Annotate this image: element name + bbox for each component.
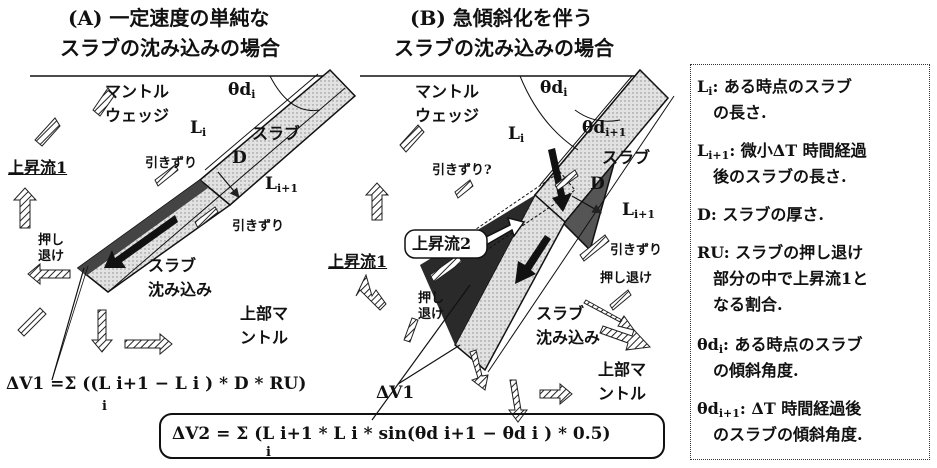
subduction-arrow-b	[515, 235, 551, 284]
legend-item-li: Li: ある時点のスラブ	[697, 77, 852, 98]
steepening-arrow-b	[548, 148, 572, 212]
panel-b-title-line1: (B) 急傾斜化を伴う	[410, 6, 593, 30]
mantle-wedge-label-a2: ウェッジ	[105, 106, 170, 125]
legend-item-li1-line2: 後のスラブの長さ.	[713, 167, 847, 186]
legend-item-ru-line2: 部分の中で上昇流1と	[713, 269, 869, 288]
panel-b-title-line2: スラブの沈み込みの場合	[394, 36, 614, 60]
push-label-a2: 退け	[38, 249, 65, 264]
flow-arrows-a	[12, 87, 219, 356]
dv1-leader-a2	[51, 265, 89, 381]
legend-item-theta-di1: θdi+1: ΔT 時間経過後	[697, 399, 862, 420]
legend-item-theta-di-line2: の傾斜角度.	[713, 361, 799, 380]
angle-arc-b2	[574, 109, 621, 122]
legend-item-li-line2: の長さ.	[713, 103, 767, 122]
slab-label-a: スラブ	[252, 124, 301, 143]
dv1-leader-a	[51, 267, 85, 381]
theta-di-a: θdi	[228, 80, 256, 101]
subduction-arrow-a	[104, 215, 178, 268]
angle-arc-b	[519, 75, 579, 151]
drag-label-a1: 引きずり	[145, 156, 198, 171]
dv1-label-b: ΔV1	[376, 383, 415, 403]
drag-question-label-b: 引きずり?	[432, 163, 492, 178]
drag-label-a2: 引きずり	[232, 219, 285, 234]
legend-box: Li: ある時点のスラブ の長さ. Li+1: 微小ΔT 時間経過 後のスラブの…	[690, 64, 930, 460]
dv2-leader	[371, 284, 471, 421]
thickness-d-a	[217, 171, 240, 198]
upper-mantle-label-a2: ントル	[240, 328, 289, 347]
d-label-b: D	[590, 174, 605, 194]
li1-label-b: Li+1	[622, 200, 656, 221]
legend-item-li1: Li+1: 微小ΔT 時間経過	[697, 141, 867, 162]
formula-dv2: ΔV2 = Σ (L i+1 * L i * sin(θd i+1 − θd i…	[172, 424, 611, 444]
formula-dv1-sub: i	[102, 399, 107, 414]
li-label-a: Li	[190, 118, 207, 139]
push-label-a1: 押し	[38, 233, 65, 248]
upwelling2-box	[404, 229, 488, 259]
subduct-label-a2: 沈み込み	[148, 280, 213, 299]
upwelling1-label-b: 上昇流1	[328, 252, 388, 271]
flow-arrows-b	[355, 124, 636, 423]
legend-item-theta-di: θdi: ある時点のスラブ	[697, 335, 863, 356]
flow-arrows-b2	[599, 325, 652, 351]
li1-label-a: Li+1	[265, 174, 299, 195]
subduct-label-b2: 沈み込み	[536, 328, 601, 347]
mantle-wedge-label-a1: マントル	[105, 82, 170, 101]
push-label-b1: 押し	[418, 291, 445, 306]
push-label-b: 押し退け	[600, 271, 653, 286]
upper-mantle-label-a1: 上部マ	[240, 304, 289, 323]
theta-di-b: θdi	[540, 78, 568, 99]
formula-dv1: ΔV1 =Σ ((L i+1 − L i ) * D * RU)	[6, 374, 307, 394]
dimension-line-li1-a	[107, 87, 346, 293]
panel-a-title-line1: (A) 一定速度の単純な	[68, 6, 270, 30]
upper-mantle-label-b2: ントル	[598, 384, 647, 403]
dimension-line-li-a	[204, 73, 319, 171]
upwelling1-label-a: 上昇流1	[8, 158, 68, 177]
legend-item-theta-di1-line2: のスラブの傾斜角度.	[713, 425, 863, 444]
upwelling2-label: 上昇流2	[412, 234, 472, 253]
slab-label-b: スラブ	[602, 148, 651, 167]
mantle-wedge-label-b2: ウェッジ	[415, 106, 480, 125]
li-label-b: Li	[508, 124, 525, 145]
legend-item-d: D: スラブの厚さ.	[697, 205, 824, 224]
legend-item-ru-line3: なる割合.	[713, 295, 783, 314]
formula-dv2-sub: i	[266, 445, 271, 460]
mantle-wedge-label-b1: マントル	[415, 82, 480, 101]
angle-arc-a	[269, 75, 321, 112]
subduct-label-a1: スラブ	[148, 256, 197, 275]
dv1-leader-b	[397, 344, 461, 385]
slab-a-dark	[78, 180, 208, 276]
legend-item-ru: RU: スラブの押し退け	[697, 243, 864, 262]
panel-a-title-line2: スラブの沈み込みの場合	[60, 36, 280, 60]
push-label-b2: 退け	[418, 307, 445, 322]
thickness-d-b	[571, 195, 603, 214]
dimension-line-li1-b	[487, 95, 675, 373]
upper-mantle-label-b1: 上部マ	[598, 360, 647, 379]
d-label-a: D	[232, 148, 247, 168]
subduct-label-b1: スラブ	[536, 304, 585, 323]
slab-b-old-position	[459, 171, 576, 259]
formula2-box	[159, 413, 665, 459]
theta-di1-b: θdi+1	[582, 118, 627, 139]
drag-label-b: 引きずり	[610, 243, 663, 258]
